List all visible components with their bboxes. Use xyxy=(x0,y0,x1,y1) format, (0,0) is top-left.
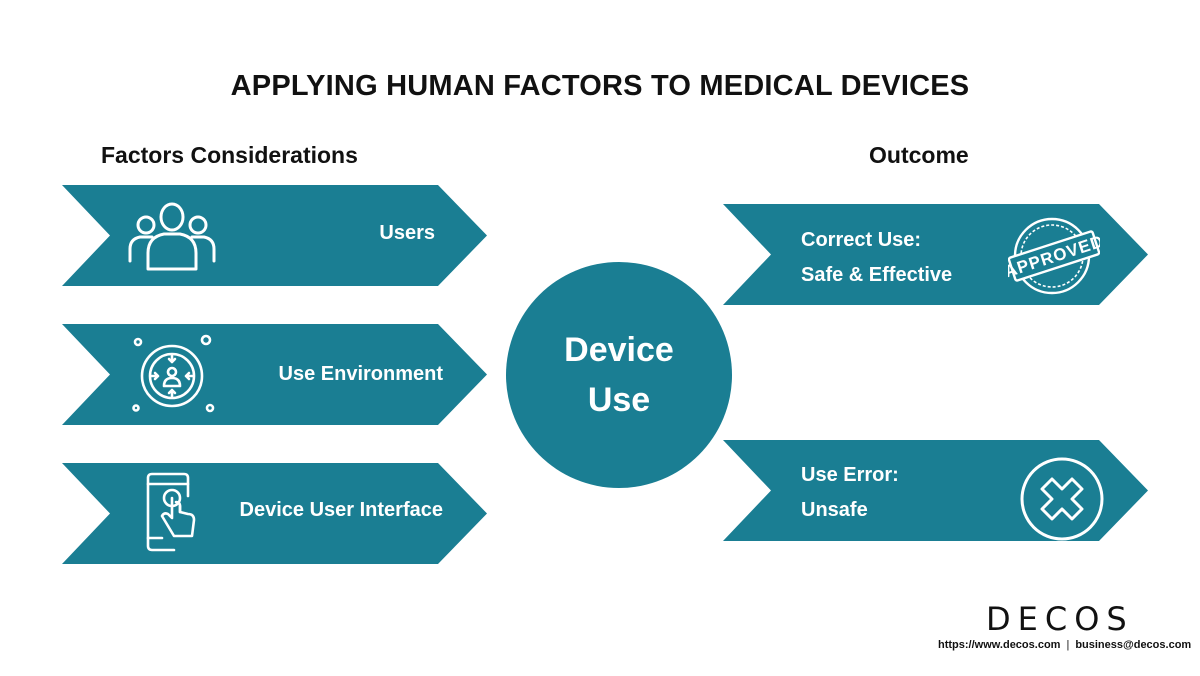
factor-arrow-users: Users xyxy=(62,185,487,286)
outcome-correct-line-2: Safe & Effective xyxy=(801,264,953,286)
decos-logo: DECOS xyxy=(986,600,1134,638)
touch-phone-icon xyxy=(144,472,196,552)
outcome-label-use-error: Use Error: Unsafe xyxy=(801,458,899,528)
factor-label-device-user-interface: Device User Interface xyxy=(239,499,443,521)
center-line-2: Use xyxy=(587,381,651,419)
outcome-arrow-correct-use: Correct Use: Safe & Effective APPROVED xyxy=(723,204,1148,305)
outcome-error-line-2: Unsafe xyxy=(801,499,868,521)
x-circle-icon xyxy=(1019,456,1105,541)
device-use-circle: Device Use xyxy=(506,262,732,488)
outcome-label-correct-use: Correct Use: Safe & Effective xyxy=(801,223,952,293)
outcome-correct-line-1: Correct Use: xyxy=(801,229,922,251)
footer-contact: https://www.decos.com | business@decos.com xyxy=(938,639,1191,651)
page-title: APPLYING HUMAN FACTORS TO MEDICAL DEVICE… xyxy=(230,70,970,102)
outcome-error-line-1: Use Error: xyxy=(801,464,899,486)
website-link[interactable]: https://www.decos.com xyxy=(938,639,1061,651)
factor-label-users: Users xyxy=(379,222,435,244)
factor-label-use-environment: Use Environment xyxy=(278,363,443,385)
outcome-heading: Outcome xyxy=(869,142,969,168)
environment-target-icon xyxy=(132,334,216,416)
footer-separator: | xyxy=(1066,639,1070,651)
email-link[interactable]: business@decos.com xyxy=(1075,639,1192,651)
outcome-arrow-use-error: Use Error: Unsafe xyxy=(723,440,1148,541)
factor-arrow-device-user-interface: Device User Interface xyxy=(62,463,487,564)
users-group-icon xyxy=(126,201,218,271)
center-line-1: Device xyxy=(564,331,674,369)
factor-arrow-use-environment: Use Environment xyxy=(62,324,487,425)
approved-stamp-icon: APPROVED xyxy=(1008,216,1100,296)
factors-heading: Factors Considerations xyxy=(101,142,358,168)
